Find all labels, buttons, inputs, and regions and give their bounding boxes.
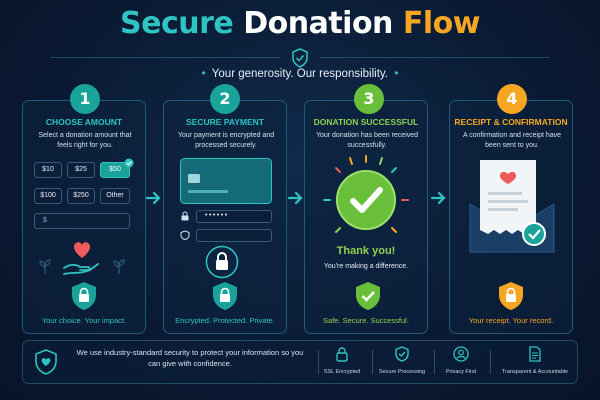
divider <box>318 350 319 374</box>
feature-label: Privacy First <box>445 369 477 375</box>
security-message: We use industry-standard security to pro… <box>76 348 304 368</box>
divider <box>372 350 373 374</box>
shield-heart-icon <box>35 349 57 375</box>
step-footer: Your receipt. Your record. <box>468 316 554 325</box>
divider <box>490 350 491 374</box>
step-footer: Your choice. Your impact. <box>41 316 127 325</box>
security-info-bar <box>22 340 578 384</box>
check-icon <box>124 158 134 168</box>
hand-heart-icon <box>63 242 99 275</box>
success-check-icon <box>323 155 409 233</box>
feature-ssl-encrypted: SSL Encrypted <box>308 346 376 375</box>
feature-transparent-accountable: Transparent & Accountable <box>494 346 576 375</box>
document-icon <box>529 346 541 362</box>
step-number-4: 4 <box>497 84 527 114</box>
step-number-3: 3 <box>354 84 384 114</box>
shield-lock-icon <box>213 282 237 310</box>
feature-label: Transparent & Accountable <box>501 369 569 375</box>
feature-privacy-first: Privacy First <box>430 346 492 375</box>
title-word-flow: Flow <box>402 6 481 41</box>
step-title: DONATION SUCCESSFUL <box>313 117 419 127</box>
shield-lock-icon <box>72 282 96 310</box>
title-word-secure: Secure <box>120 6 234 41</box>
shield-check-icon <box>395 346 409 362</box>
feature-label: SSL Encrypted <box>323 369 361 375</box>
amount-option-50[interactable]: $50 <box>100 162 130 178</box>
custom-amount-input[interactable]: $ <box>34 213 130 229</box>
step-description: Your payment is encrypted and processed … <box>177 132 275 149</box>
feature-label: Secure Processing <box>378 369 426 375</box>
arrow-right-icon <box>145 191 161 205</box>
amount-option-25[interactable]: $25 <box>67 162 95 178</box>
security-field[interactable] <box>196 229 272 242</box>
step-description: Your donation has been received successf… <box>315 132 419 149</box>
step-footer: Encrypted. Protected. Private. <box>175 316 275 325</box>
step-description: Select a donation amount that feels righ… <box>38 132 132 149</box>
shield-check-icon <box>292 48 308 68</box>
divider <box>434 350 435 374</box>
shield-check-icon <box>356 282 380 310</box>
feature-secure-processing: Secure Processing <box>368 346 436 375</box>
amount-option-100[interactable]: $100 <box>34 188 62 204</box>
thank-you-subtext: You're making a difference. <box>323 263 409 270</box>
lock-icon <box>336 347 348 362</box>
divider-left <box>50 57 280 58</box>
step-title: SECURE PAYMENT <box>186 117 264 127</box>
step-number-1: 1 <box>70 84 100 114</box>
arrow-right-icon <box>287 191 303 205</box>
plant-icon <box>113 259 125 274</box>
password-field[interactable]: •••••• <box>196 210 272 223</box>
divider-right <box>320 57 550 58</box>
page-title: Secure Donation Flow <box>0 6 600 41</box>
step-footer: Safe. Secure. Successful. <box>323 316 409 325</box>
amount-option-10[interactable]: $10 <box>34 162 62 178</box>
plant-icon <box>39 259 51 274</box>
arrow-right-icon <box>430 191 446 205</box>
amount-option-other[interactable]: Other <box>100 188 130 204</box>
lock-icon <box>181 211 189 221</box>
lock-icon <box>205 245 239 279</box>
credit-card-icon <box>180 158 272 204</box>
step-title: CHOOSE AMOUNT <box>45 117 123 127</box>
user-icon <box>453 346 469 362</box>
title-word-donation: Donation <box>243 6 393 41</box>
shield-lock-icon <box>499 282 523 310</box>
thank-you-heading: Thank you! <box>336 245 396 257</box>
step-title: RECEIPT & CONFIRMATION <box>454 117 568 127</box>
step-number-2: 2 <box>210 84 240 114</box>
shield-icon <box>180 230 190 240</box>
amount-option-250[interactable]: $250 <box>67 188 95 204</box>
receipt-envelope-icon <box>469 160 555 253</box>
step-description: A confirmation and receipt have been sen… <box>462 132 562 149</box>
subtitle: • Your generosity. Our responsibility. • <box>201 68 399 80</box>
